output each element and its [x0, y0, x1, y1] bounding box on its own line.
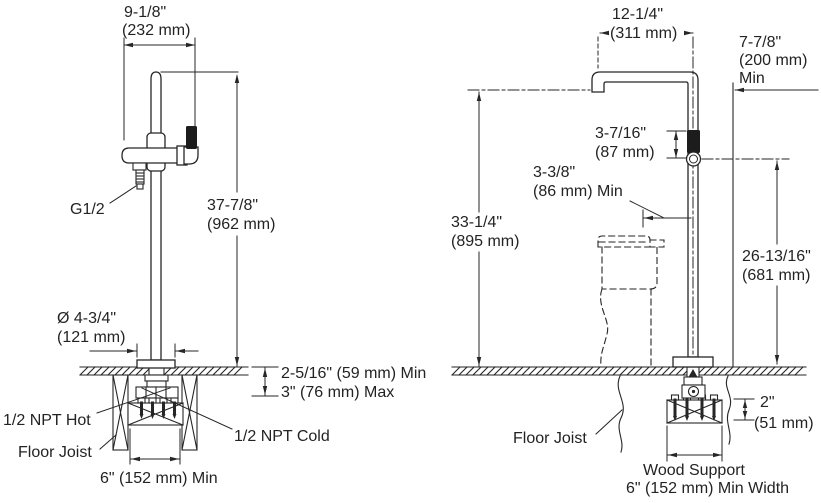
dim-support-width-front: 6" (152 mm) Min: [100, 470, 218, 487]
handle-grip-front: [186, 126, 197, 149]
dim-spout-height-mm: (895 mm): [451, 233, 520, 250]
dim-handle-height-in: 26-13/16": [742, 248, 811, 265]
dim-clearance-min: Min: [739, 70, 765, 87]
label-npt-cold: 1/2 NPT Cold: [234, 428, 330, 445]
floor-break-lines: [617, 375, 732, 453]
dim-height-mm: (962 mm): [207, 216, 276, 233]
label-floor-joist-front: Floor Joist: [18, 444, 92, 461]
base-plate-side: [672, 356, 714, 368]
dim-clearance-in: 7-7/8": [739, 34, 782, 51]
spout-side: [591, 71, 699, 358]
spout-column-front: [150, 71, 162, 361]
label-floor-joist-side: Floor Joist: [513, 430, 587, 447]
dim-handle-height-mm: (681 mm): [742, 267, 811, 284]
floor-side: [451, 366, 807, 376]
front-view: [79, 37, 279, 465]
dim-spout-width-mm: (311 mm): [610, 25, 678, 42]
dim-spout-reach-mm: (232 mm): [122, 22, 191, 39]
dimension-lines-front: [89, 37, 279, 465]
dim-fixture-clear-mm: (86 mm) Min: [533, 183, 623, 200]
g-half-fitting: [132, 162, 147, 190]
dim-base-dia-in: Ø 4-3/4": [57, 310, 117, 327]
dim-support-width-side: 6" (152 mm) Min Width: [626, 480, 790, 497]
dim-clearance-mm: (200 mm): [739, 52, 808, 69]
cross-body-front: [121, 147, 179, 164]
side-view: [451, 30, 819, 462]
dim-height-in: 37-7/8": [207, 197, 259, 214]
mounting-bracket-side: [681, 366, 706, 399]
dim-rough-in-min: 2-5/16" (59 mm) Min: [281, 365, 427, 382]
label-npt-hot: 1/2 NPT Hot: [3, 412, 91, 429]
dim-spout-height-in: 33-1/4": [451, 214, 503, 231]
dim-board-thickness-mm: (51 mm): [754, 415, 814, 432]
dim-board-thickness-in: 2": [760, 394, 775, 411]
dimension-lines-side: [467, 30, 819, 462]
base-plate-front: [136, 359, 176, 369]
dim-handle-in: 3-7/16": [595, 125, 647, 142]
dim-rough-in-max: 3" (76 mm) Max: [281, 384, 395, 401]
label-g-thread: G1/2: [70, 201, 105, 218]
mounting-screws-front: [137, 397, 179, 419]
floor-joist-left: [112, 374, 129, 451]
handle-elbow-front: [183, 146, 199, 165]
label-wood-support: Wood Support: [643, 462, 745, 479]
handle-pivot-inner: [689, 154, 698, 164]
dim-fixture-clear-in: 3-3/8": [533, 164, 576, 181]
dim-handle-mm: (87 mm): [595, 144, 655, 161]
handle-grip-side: [687, 130, 700, 153]
dim-base-dia-mm: (121 mm): [57, 329, 126, 346]
dim-spout-reach-in: 9-1/8": [124, 4, 167, 21]
toilet-outline: [597, 235, 665, 368]
dim-spout-width-in: 12-1/4": [612, 6, 664, 23]
handle-pivot: [685, 151, 702, 167]
wood-support-side: [666, 394, 723, 424]
floor-joist-right-front: [181, 374, 198, 451]
